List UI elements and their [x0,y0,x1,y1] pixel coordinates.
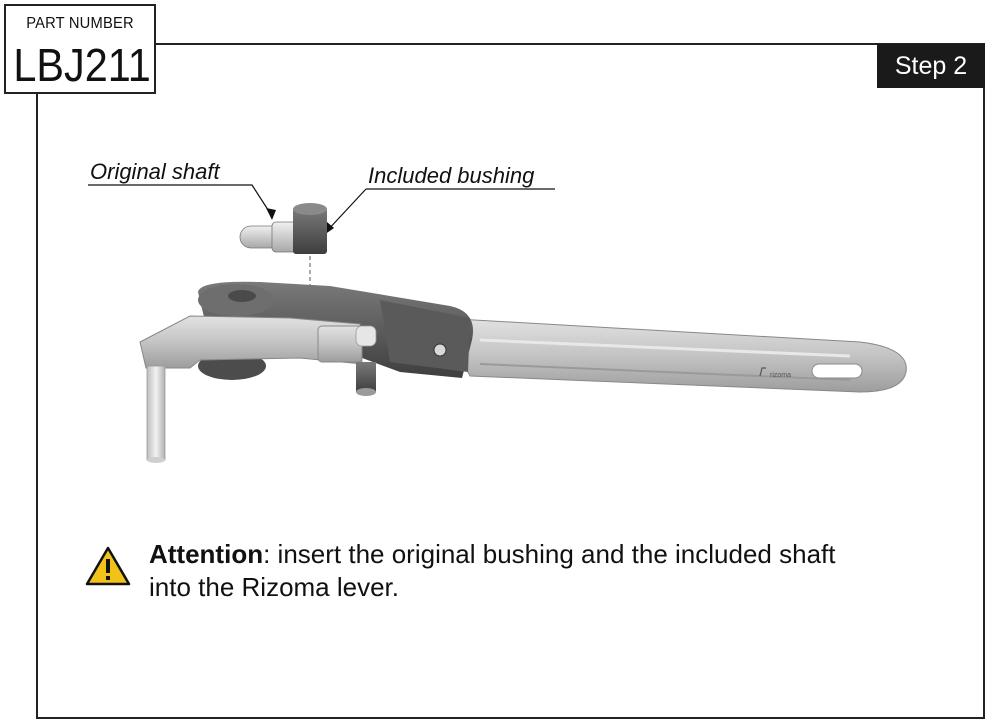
lever-arm: rizoma [439,317,907,393]
part-number-label: PART NUMBER [26,15,134,32]
callout-original-shaft: Original shaft [90,159,220,184]
adjuster-plate [139,315,363,369]
brand-logo-icon [759,367,766,377]
step-badge: Step 2 [877,44,985,88]
adjuster-screw [356,362,376,392]
vertical-pin [146,365,166,461]
included-bushing-part [293,203,327,254]
instruction-frame [36,43,985,719]
part-number-value: LBJ211 [13,39,151,91]
brand-mark-text: rizoma [770,372,791,379]
attention-text-1: : insert the original bushing and the in… [263,539,836,569]
attention-line-1: Attention: insert the original bushing a… [149,538,835,571]
shaft-arrow-icon [266,208,276,220]
original-shaft-part [239,221,299,253]
attention-text-2: into the Rizoma lever. [149,572,400,602]
part-number-box: PART NUMBER LBJ211 [4,4,156,94]
callout-leaders [88,184,555,233]
callout-included-bushing: Included bushing [368,163,535,188]
attention-title: Attention [149,539,264,569]
attention-note: Attention: insert the original bushing a… [149,538,835,604]
warning-triangle-icon [85,546,131,586]
